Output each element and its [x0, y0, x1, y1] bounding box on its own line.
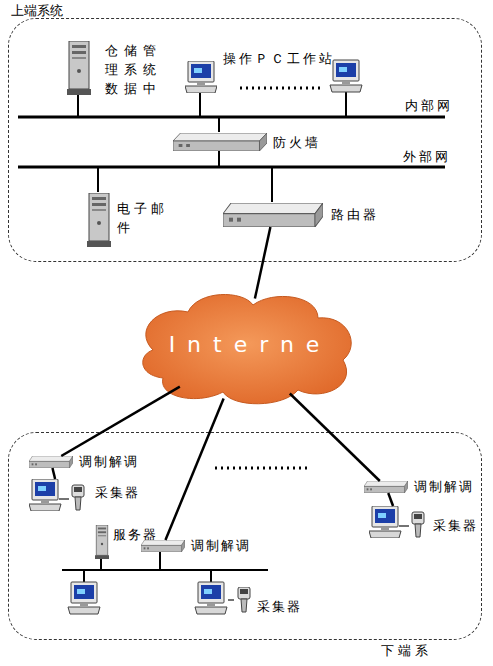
server-icon: 电子邮件	[87, 193, 111, 247]
collector-icon: 采集器	[29, 479, 89, 511]
internet-cloud: Interne	[133, 290, 355, 408]
modem-icon: 调制解调	[364, 481, 408, 493]
network-link	[165, 399, 223, 540]
node-label: 防火墙	[273, 133, 321, 152]
server-icon: 服务器	[95, 525, 109, 559]
firewall-icon: 防火墙	[173, 133, 267, 151]
node-label: 采集器	[433, 516, 478, 535]
cable	[228, 599, 234, 601]
pc-icon	[195, 582, 227, 614]
node-label: 采集器	[257, 597, 302, 616]
collector-icon: 采集器	[369, 506, 429, 538]
network-label: 内部网	[405, 97, 453, 115]
network-label: 外部网	[403, 148, 451, 166]
node-label: 仓储管理系统数据中	[105, 41, 169, 98]
bus-lines	[18, 117, 445, 167]
server-icon: 仓储管理系统数据中	[67, 41, 91, 95]
node-label: 调制解调	[414, 477, 474, 496]
pc-icon	[68, 582, 100, 614]
node-label: 采集器	[95, 483, 140, 502]
collector-icon: 采集器	[235, 587, 253, 613]
node-label: 路由器	[331, 205, 379, 224]
node-label: 调制解调	[79, 452, 139, 471]
router-icon: 路由器	[223, 203, 323, 227]
node-label: 操作ＰＣ工作站	[223, 49, 335, 68]
system-region: 下端系调制解调采集器服务器调制解调采集器调制解调采集器	[8, 432, 482, 640]
network-link	[290, 394, 380, 481]
network-link	[388, 493, 393, 506]
node-label: 上端系统	[11, 1, 63, 20]
node-label: 电子邮件	[117, 199, 171, 237]
node-label: Interne	[133, 332, 355, 358]
system-region: 上端系统仓储管理系统数据中操作ＰＣ工作站防火墙电子邮件路由器	[8, 18, 482, 262]
modem-icon: 调制解调	[141, 540, 185, 552]
network-link	[52, 468, 55, 479]
node-label: 下端系	[381, 641, 432, 660]
network-link	[255, 227, 270, 299]
pc-icon: 操作ＰＣ工作站	[185, 61, 217, 93]
network-link	[61, 387, 180, 456]
modem-icon: 调制解调	[29, 456, 73, 468]
node-label: 调制解调	[191, 536, 251, 555]
